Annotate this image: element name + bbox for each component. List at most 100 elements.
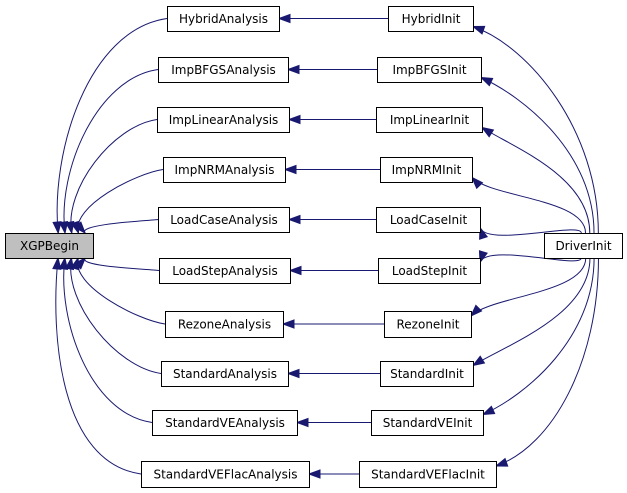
node-standardve-analysis[interactable]: StandardVEAnalysis: [152, 410, 298, 436]
arrowhead-driver-init-to-loadcase-init: [479, 226, 489, 240]
node-box-loadcase-init: [376, 207, 481, 233]
arrowhead-driver-init-to-standardveflac-init: [494, 457, 509, 467]
node-box-implinear-init: [376, 107, 483, 133]
node-label-standardveflac-analysis: StandardVEFlacAnalysis: [153, 468, 297, 482]
node-label-rezone-analysis: RezoneAnalysis: [178, 318, 271, 332]
edge-impbfgs-analysis-to-xgpbegin: [63, 69, 159, 234]
arrowhead-implinear-init-to-implinear-analysis: [287, 114, 301, 125]
edge-driver-init-to-standardve-init: [482, 257, 595, 415]
arrowhead-rezone-init-to-rezone-analysis: [281, 319, 295, 329]
node-label-hybrid-init: HybridInit: [402, 12, 461, 26]
arrowhead-driver-init-to-standardve-init: [481, 405, 496, 416]
arrowhead-standardve-analysis-to-xgpbegin: [58, 256, 69, 271]
node-box-loadstep-init: [378, 258, 481, 284]
nodes-layer: XGPBeginHybridAnalysisImpBFGSAnalysisImp…: [5, 6, 623, 488]
edge-driver-init-to-standardveflac-init: [495, 257, 599, 467]
edge-driver-init-to-implinear-init: [481, 127, 591, 234]
node-box-rezone-init: [384, 311, 472, 338]
arrowhead-impbfgs-analysis-to-xgpbegin: [58, 220, 69, 235]
node-label-rezone-init: RezoneInit: [397, 318, 460, 332]
node-label-loadcase-init: LoadCaseInit: [390, 213, 468, 227]
edge-driver-init-to-standard-init: [472, 257, 591, 366]
node-label-implinear-init: ImpLinearInit: [390, 113, 470, 127]
node-label-loadcase-analysis: LoadCaseAnalysis: [170, 213, 278, 227]
node-label-implinear-analysis: ImpLinearAnalysis: [169, 113, 279, 127]
node-box-impbfgs-init: [377, 57, 482, 83]
edge-loadstep-analysis-to-xgpbegin: [84, 257, 160, 271]
edge-implinear-analysis-to-xgpbegin: [70, 119, 158, 234]
node-label-standard-init: StandardInit: [390, 367, 464, 381]
node-box-standardveflac-analysis: [141, 461, 310, 488]
edge-hybrid-analysis-to-xgpbegin: [56, 18, 168, 234]
edge-driver-init-to-loadstep-init: [479, 254, 582, 263]
node-standard-init[interactable]: StandardInit: [380, 361, 474, 387]
node-rezone-init[interactable]: RezoneInit: [384, 311, 472, 338]
node-xgpbegin[interactable]: XGPBegin: [5, 233, 94, 259]
node-box-impnrm-analysis: [163, 157, 286, 183]
node-rezone-analysis[interactable]: RezoneAnalysis: [165, 311, 284, 338]
edge-driver-init-to-loadcase-init: [479, 227, 582, 236]
node-hybrid-init[interactable]: HybridInit: [388, 6, 474, 32]
node-driver-init[interactable]: DriverInit: [544, 233, 623, 259]
node-loadcase-analysis[interactable]: LoadCaseAnalysis: [158, 207, 290, 233]
node-label-impnrm-init: ImpNRMInit: [392, 163, 462, 177]
arrowhead-driver-init-to-implinear-init: [480, 126, 495, 138]
edge-driver-init-to-hybrid-init: [472, 26, 599, 234]
node-loadstep-analysis[interactable]: LoadStepAnalysis: [159, 258, 291, 284]
arrowhead-loadcase-init-to-loadcase-analysis: [287, 214, 301, 225]
node-label-impbfgs-analysis: ImpBFGSAnalysis: [171, 63, 276, 77]
edge-standardveflac-analysis-to-xgpbegin: [55, 257, 142, 475]
arrowhead-standardve-init-to-standardve-analysis: [295, 417, 309, 428]
node-label-standardve-analysis: StandardVEAnalysis: [165, 416, 285, 430]
arrowhead-driver-init-to-impnrm-init: [470, 176, 484, 190]
node-impnrm-analysis[interactable]: ImpNRMAnalysis: [163, 157, 286, 183]
node-label-impnrm-analysis: ImpNRMAnalysis: [175, 163, 275, 177]
node-box-hybrid-init: [388, 6, 474, 32]
node-loadcase-init[interactable]: LoadCaseInit: [376, 207, 481, 233]
node-impbfgs-init[interactable]: ImpBFGSInit: [377, 57, 482, 83]
edge-driver-init-to-impnrm-init: [471, 177, 587, 234]
node-box-standard-analysis: [161, 361, 289, 387]
node-impbfgs-analysis[interactable]: ImpBFGSAnalysis: [158, 57, 289, 83]
arrowhead-standardveflac-init-to-standardveflac-analysis: [307, 469, 321, 479]
arrowhead-driver-init-to-loadstep-init: [478, 250, 488, 264]
node-implinear-init[interactable]: ImpLinearInit: [376, 107, 483, 133]
edge-loadcase-analysis-to-xgpbegin: [84, 219, 159, 234]
node-box-rezone-analysis: [165, 311, 284, 338]
node-standard-analysis[interactable]: StandardAnalysis: [161, 361, 289, 387]
edge-standardve-analysis-to-xgpbegin: [63, 257, 153, 423]
node-standardveflac-init[interactable]: StandardVEFlacInit: [359, 461, 497, 488]
node-standardveflac-analysis[interactable]: StandardVEFlacAnalysis: [141, 461, 310, 488]
node-box-impbfgs-analysis: [158, 57, 289, 83]
arrowhead-standard-analysis-to-xgpbegin: [64, 256, 75, 271]
node-label-standardveflac-init: StandardVEFlacInit: [371, 468, 485, 482]
arrowhead-hybrid-init-to-hybrid-analysis: [277, 13, 291, 24]
node-implinear-analysis[interactable]: ImpLinearAnalysis: [157, 107, 290, 133]
edge-impnrm-analysis-to-xgpbegin: [77, 169, 164, 234]
node-box-standardve-analysis: [152, 410, 298, 436]
arrowhead-impnrm-init-to-impnrm-analysis: [283, 164, 297, 175]
node-box-impnrm-init: [380, 157, 473, 183]
arrowhead-loadcase-analysis-to-xgpbegin: [73, 221, 87, 235]
node-impnrm-init[interactable]: ImpNRMInit: [380, 157, 473, 183]
node-label-driver-init: DriverInit: [555, 239, 611, 253]
node-box-loadstep-analysis: [159, 258, 291, 284]
edge-driver-init-to-rezone-init: [470, 257, 587, 317]
node-standardve-init[interactable]: StandardVEInit: [371, 410, 484, 436]
arrowhead-loadstep-init-to-loadstep-analysis: [288, 265, 302, 276]
node-hybrid-analysis[interactable]: HybridAnalysis: [167, 6, 280, 32]
node-box-xgpbegin: [5, 233, 94, 259]
node-label-xgpbegin: XGPBegin: [20, 239, 79, 253]
arrowhead-driver-init-to-impbfgs-init: [479, 76, 494, 87]
node-box-loadcase-analysis: [158, 207, 290, 233]
edge-standard-analysis-to-xgpbegin: [70, 257, 162, 374]
node-box-driver-init: [544, 233, 623, 259]
node-label-hybrid-analysis: HybridAnalysis: [179, 12, 268, 26]
node-box-implinear-analysis: [157, 107, 290, 133]
node-box-hybrid-analysis: [167, 6, 280, 32]
node-box-standardveflac-init: [359, 461, 497, 488]
node-label-standard-analysis: StandardAnalysis: [173, 367, 277, 381]
arrowhead-hybrid-analysis-to-xgpbegin: [52, 221, 62, 235]
node-loadstep-init[interactable]: LoadStepInit: [378, 258, 481, 284]
edges-layer: [52, 13, 599, 479]
